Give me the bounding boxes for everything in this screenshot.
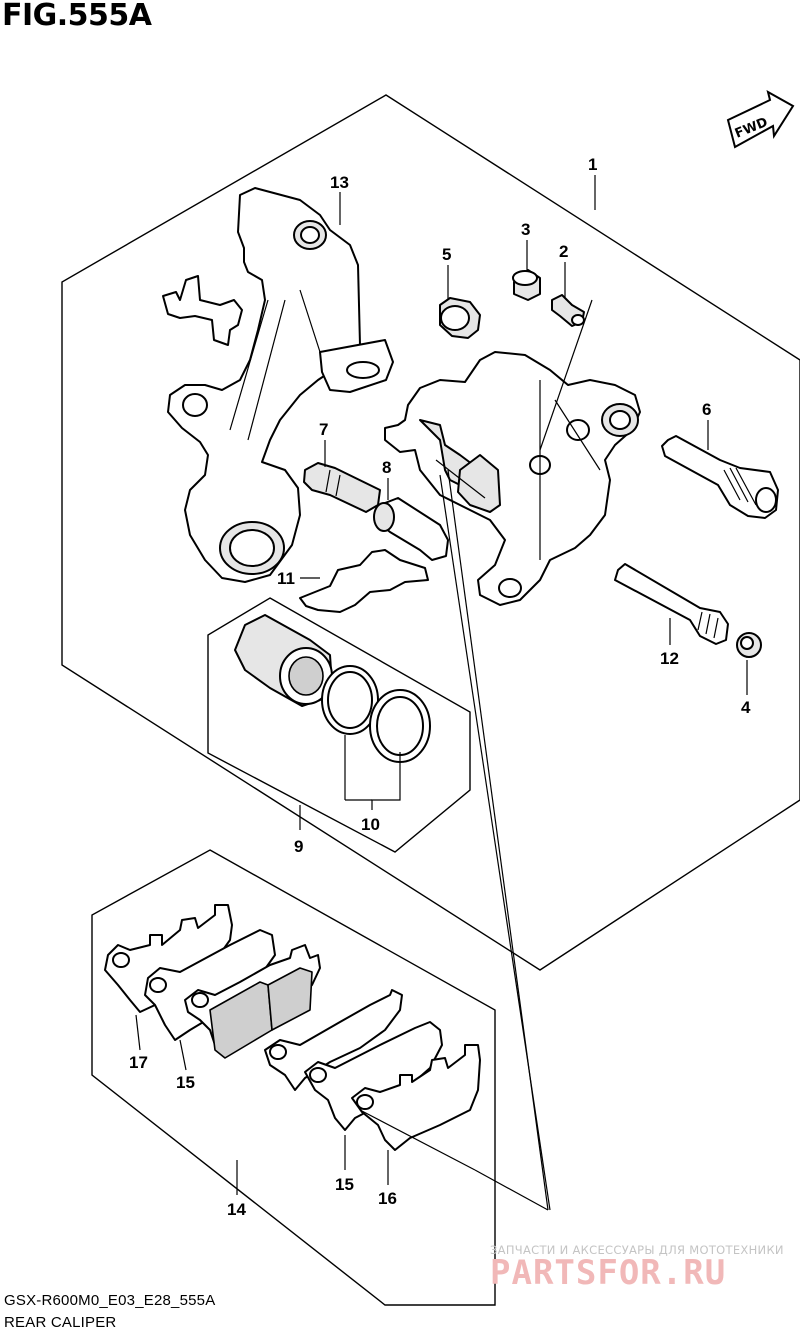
callout-1: 1 [588,155,597,174]
callout-6: 6 [702,400,711,419]
bleeder-valve-2 [551,294,585,327]
pin-plug-4 [736,632,762,658]
caliper-body-1 [384,351,641,606]
shim-16 [351,1044,481,1151]
boot-5 [439,297,481,339]
callout-2: 2 [559,242,568,261]
figure-code: GSX-R600M0_E03_E28_555A [4,1292,216,1309]
callout-12: 12 [660,649,679,668]
brake-pad-left [184,944,321,1059]
callout-14: 14 [227,1200,246,1219]
figure-title: FIG.555A [2,0,152,33]
piston-9 [234,614,333,707]
bracket-clip [162,275,243,346]
brake-pad-right [264,989,403,1091]
callout-4: 4 [741,698,751,717]
pin-6 [661,435,779,519]
caliper-bracket-13 [167,187,394,583]
piston-set-frame-9 [207,597,471,853]
callout-15-right: 15 [335,1175,354,1194]
callout-labels: 1 2 3 4 5 6 7 8 9 10 11 12 13 14 15 15 1… [129,155,751,1219]
pad-pin-12 [614,563,729,645]
boot-8 [373,497,449,561]
callout-10: 10 [361,815,380,834]
watermark-tagline: ЗАПЧАСТИ И АКСЕССУАРЫ ДЛЯ МОТОТЕХНИКИ [490,1243,784,1257]
callout-15-left: 15 [176,1073,195,1092]
bleeder-cap-3 [512,269,541,301]
callout-13: 13 [330,173,349,192]
callout-5: 5 [442,245,451,264]
callout-7: 7 [319,420,328,439]
pad-set-frame-14 [91,849,496,1306]
callout-9: 9 [294,837,303,856]
pad-spring-11 [299,549,429,613]
callout-16: 16 [378,1189,397,1208]
callout-8: 8 [382,458,391,477]
figure-caption: REAR CALIPER [4,1314,117,1331]
shim-17 [104,904,233,1013]
watermark-logo: PARTSFOR.RU [490,1253,727,1293]
leader-lines [135,175,748,1211]
callout-3: 3 [521,220,530,239]
assembly-frame-1 [61,94,800,971]
pin-7 [303,462,381,513]
callout-17: 17 [129,1053,148,1072]
fwd-arrow-icon: FWD [726,89,795,149]
callout-11: 11 [277,569,295,588]
